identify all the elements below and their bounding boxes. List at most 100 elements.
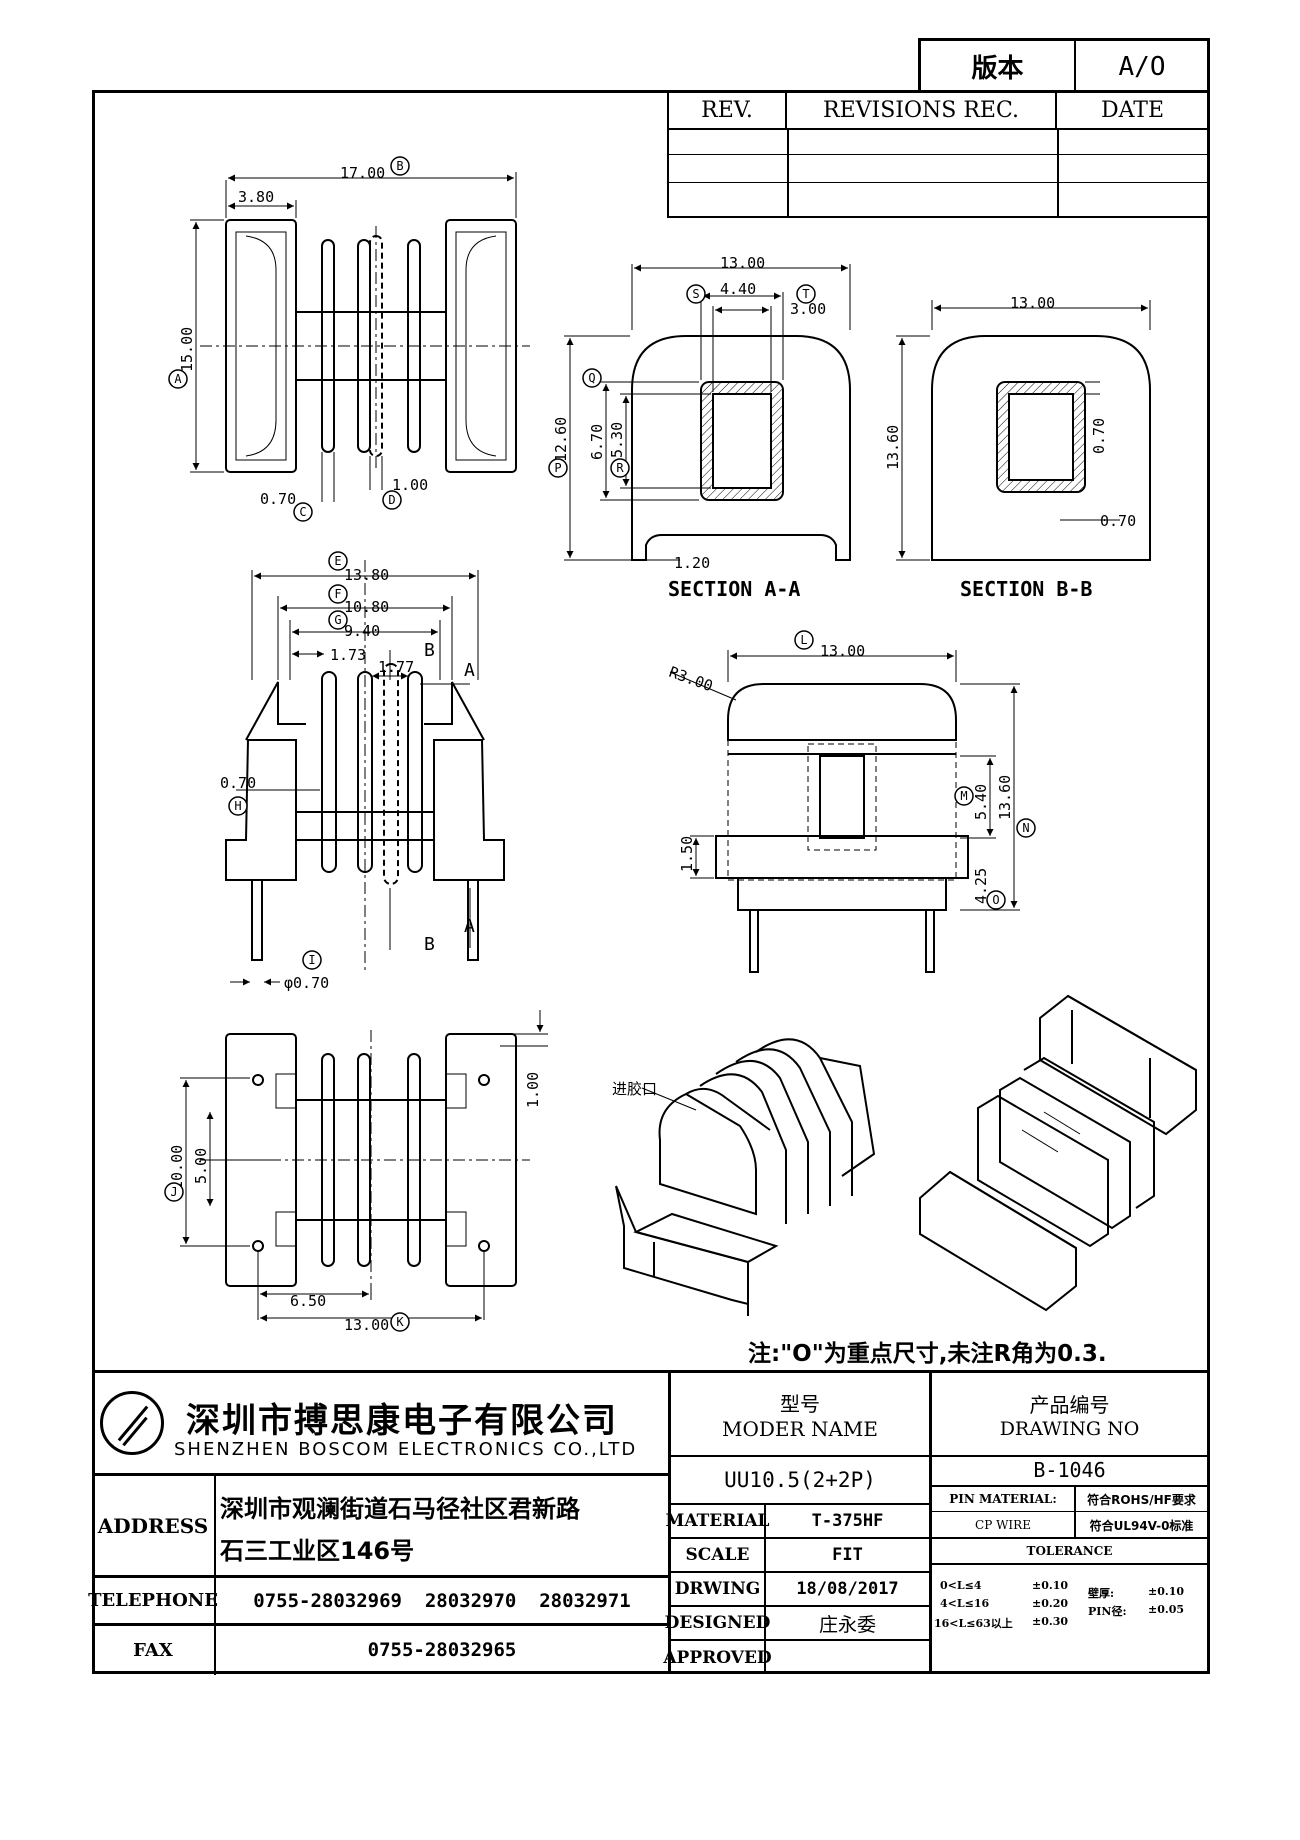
balloon-m: M — [960, 789, 967, 803]
tolerance-range: 4<L≤16 — [940, 1597, 990, 1610]
balloon-o: O — [992, 893, 999, 907]
dim-aa-13: 13.00 — [720, 254, 765, 272]
section-bb-title: SECTION B-B — [960, 577, 1092, 601]
dim-bb-13-60: 13.60 — [884, 425, 902, 470]
balloon-e: E — [334, 554, 341, 568]
address-line1: 深圳市观澜街道石马径社区君新路 — [220, 1495, 580, 1523]
version-box: 版本 A/O — [918, 38, 1210, 92]
tolerance-range: 16<L≤63以上 — [934, 1617, 1013, 1630]
dim-front-0-70: 0.70 — [220, 774, 256, 792]
balloon-p: P — [554, 461, 561, 475]
balloon-f: F — [334, 587, 341, 601]
side-view — [669, 650, 1020, 973]
balloon-d: D — [388, 493, 395, 507]
scale-value: FIT — [832, 1545, 863, 1565]
title-block: 深圳市搏思康电子有限公司 SHENZHEN BOSCOM ELECTRONICS… — [88, 1370, 1210, 1675]
cp-wire-value: 符合UL94V-0标准 — [1089, 1518, 1194, 1533]
iso-assembled-view — [615, 1038, 876, 1316]
dim-bottom-10: 10.00 — [168, 1145, 186, 1190]
address-label: ADDRESS — [97, 1513, 209, 1538]
technical-drawing: 17.00 3.80 15.00 0.70 1.00 13.00 4.40 3.… — [164, 156, 1197, 1334]
revisions-rec-header: REVISIONS REC. — [787, 92, 1057, 130]
balloon-r: R — [616, 461, 624, 475]
drawing-no-label-cn: 产品编号 — [1029, 1392, 1110, 1417]
balloon-s: S — [692, 287, 699, 301]
pin-material-value: 符合ROHS/HF要求 — [1087, 1492, 1196, 1507]
section-mark-a-top: A — [464, 660, 475, 681]
designed-value: 庄永委 — [818, 1613, 876, 1636]
balloon-j: J — [170, 1185, 177, 1199]
dim-aa-4-40: 4.40 — [720, 280, 756, 298]
pin-material-label: PIN MATERIAL: — [949, 1492, 1057, 1506]
dim-side-1-50: 1.50 — [678, 836, 696, 872]
dim-bottom-13: 13.00 — [344, 1316, 389, 1334]
balloon-g: G — [334, 613, 341, 627]
top-view — [190, 172, 530, 502]
dim-side-13: 13.00 — [820, 642, 865, 660]
tolerance-value: ±0.10 — [1032, 1579, 1069, 1592]
model-label-en: MODER NAME — [722, 1416, 878, 1441]
dim-top-3-80: 3.80 — [238, 188, 274, 206]
approved-value — [766, 1641, 929, 1674]
designed-label: DESIGNED — [664, 1613, 771, 1633]
dim-aa-6-70: 6.70 — [588, 424, 606, 460]
drawing-no-label-en: DRAWING NO — [999, 1417, 1140, 1440]
iso-exploded-view — [919, 994, 1197, 1312]
iso-gate-label: 进胶口 — [612, 1080, 657, 1098]
section-bb-view — [896, 300, 1151, 561]
dim-top-1-00: 1.00 — [392, 476, 428, 494]
section-mark-a-bottom: A — [464, 916, 475, 937]
balloon-l: L — [800, 633, 807, 647]
cp-wire-label: CP WIRE — [975, 1518, 1031, 1532]
dim-front-13-80: 13.80 — [344, 566, 389, 584]
dim-aa-1-20: 1.20 — [674, 554, 710, 572]
tolerance-row-1: 0<L≤4 ±0.10 壁厚: ±0.10 — [940, 1579, 1202, 1600]
model-label-cn: 型号 — [780, 1391, 820, 1416]
tolerance-extra-label: PIN径: — [1088, 1605, 1127, 1618]
company-logo — [100, 1391, 164, 1455]
fax-label: FAX — [133, 1639, 173, 1661]
balloon-a: A — [174, 372, 182, 386]
dim-front-1-73: 1.73 — [330, 646, 366, 664]
tolerance-extra-value: ±0.05 — [1148, 1603, 1185, 1616]
telephone-label: TELEPHONE — [88, 1590, 218, 1611]
section-mark-b-top: B — [424, 640, 435, 661]
drawing-date-label: DRWING — [674, 1579, 761, 1599]
dim-bb-0-70-a: 0.70 — [1090, 418, 1108, 454]
dim-bottom-5: 5.00 — [192, 1148, 210, 1184]
balloon-h: H — [234, 799, 241, 813]
dim-bottom-6-50: 6.50 — [290, 1292, 326, 1310]
dim-bottom-1-00: 1.00 — [524, 1072, 542, 1108]
balloon-b: B — [396, 159, 403, 173]
balloon-c: C — [299, 505, 306, 519]
tolerance-label: TOLERANCE — [1026, 1544, 1113, 1558]
dim-side-13-60: 13.60 — [996, 775, 1014, 820]
dim-top-0-70: 0.70 — [260, 490, 296, 508]
dim-top-15: 15.00 — [178, 327, 196, 372]
tolerance-row-2: 4<L≤16 ±0.20 PIN径: ±0.05 — [940, 1597, 1202, 1618]
dim-aa-3-00: 3.00 — [790, 300, 826, 318]
drawing-no-value: B-1046 — [1033, 1458, 1106, 1482]
company-name-cn: 深圳市搏思康电子有限公司 — [186, 1401, 618, 1441]
front-view — [225, 560, 505, 986]
dim-side-4-25: 4.25 — [972, 868, 990, 904]
date-header: DATE — [1057, 92, 1208, 130]
dim-front-9-40: 9.40 — [344, 622, 380, 640]
section-aa-view — [564, 264, 851, 561]
drawing-frame — [92, 90, 1210, 1674]
bottom-view — [180, 1010, 548, 1322]
balloon-k: K — [396, 1315, 404, 1329]
version-label: 版本 — [921, 41, 1076, 92]
balloon-n: N — [1022, 821, 1029, 835]
drawing-date-value: 18/08/2017 — [796, 1579, 899, 1599]
tolerance-range: 0<L≤4 — [940, 1579, 982, 1592]
material-value: T-375HF — [811, 1511, 884, 1531]
section-aa-title: SECTION A-A — [668, 577, 800, 601]
tolerance-row-3: 16<L≤63以上 ±0.30 — [934, 1615, 1202, 1633]
drawing-note: 注:"O"为重点尺寸,未注R角为0.3. — [748, 1341, 1107, 1367]
dim-bb-13: 13.00 — [1010, 294, 1055, 312]
balloon-q: Q — [588, 371, 595, 385]
dim-aa-12-60: 12.60 — [552, 417, 570, 462]
model-value: UU10.5(2+2P) — [724, 1468, 876, 1492]
balloon-i: I — [308, 953, 315, 967]
